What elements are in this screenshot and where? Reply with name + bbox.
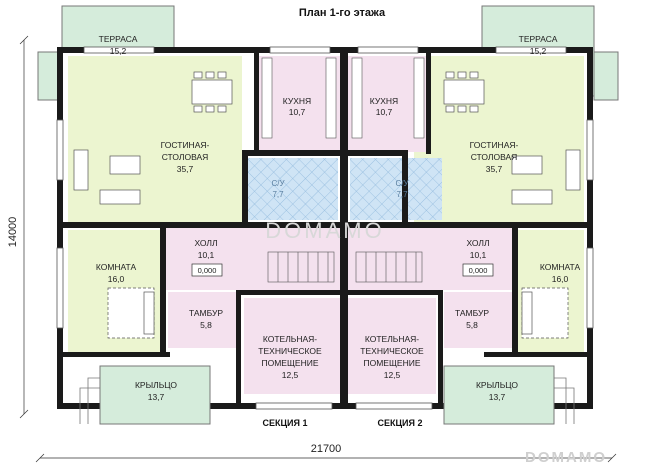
room-right-area: 16,0 — [552, 274, 569, 284]
stairs-right — [355, 251, 423, 283]
living-left-name-1: ГОСТИНАЯ- — [161, 140, 210, 150]
hall-right-name: ХОЛЛ — [466, 238, 489, 248]
room-right-name: КОМНАТА — [540, 262, 581, 272]
wc-right-area: 7,7 — [396, 190, 408, 199]
wc-right — [350, 158, 442, 220]
boiler-left-name-3: ПОМЕЩЕНИЕ — [261, 358, 318, 368]
kitchen-right-name: КУХНЯ — [370, 96, 398, 106]
wc-left — [246, 158, 338, 220]
hall-left-area: 10,1 — [198, 250, 215, 260]
living-right-name-2: СТОЛОВАЯ — [471, 152, 518, 162]
kitchen-right-area: 10,7 — [376, 107, 393, 117]
watermark-center: DOMAMO — [265, 218, 384, 243]
hall-left — [166, 228, 340, 290]
watermark-corner: DOMAMO — [525, 449, 607, 466]
hall-left-level: 0,000 — [198, 266, 217, 275]
vestibule-left-name: ТАМБУР — [189, 308, 223, 318]
dining-table-left — [191, 71, 233, 113]
boiler-right-name-2: ТЕХНИЧЕСКОЕ — [360, 346, 424, 356]
porch-steps — [79, 377, 575, 424]
dimension-lines — [19, 35, 617, 463]
section-2-label: СЕКЦИЯ 2 — [377, 418, 422, 428]
vestibule-right-name: ТАМБУР — [455, 308, 489, 318]
section-1-label: СЕКЦИЯ 1 — [262, 418, 307, 428]
boiler-right-name-1: КОТЕЛЬНАЯ- — [365, 334, 419, 344]
living-left-name-2: СТОЛОВАЯ — [162, 152, 209, 162]
stairs-left — [267, 251, 335, 283]
boiler-right-name-3: ПОМЕЩЕНИЕ — [363, 358, 420, 368]
dimension-height: 14000 — [7, 217, 19, 248]
hall-right-level-box — [462, 263, 494, 277]
hall-right-area: 10,1 — [470, 250, 487, 260]
living-right-area: 35,7 — [486, 164, 503, 174]
kitchen-counters — [261, 57, 425, 139]
living-room-right — [414, 56, 584, 222]
kitchen-left-area: 10,7 — [289, 107, 306, 117]
porch-left-name: КРЫЛЬЦО — [135, 380, 177, 390]
vestibule-right-area: 5,8 — [466, 320, 478, 330]
boiler-left-name-1: КОТЕЛЬНАЯ- — [263, 334, 317, 344]
vestibule-right — [444, 292, 512, 348]
boiler-room-right — [348, 298, 436, 394]
porch-left-area: 13,7 — [148, 392, 165, 402]
porch-right-area: 13,7 — [489, 392, 506, 402]
hall-left-name: ХОЛЛ — [194, 238, 217, 248]
bed-left — [107, 287, 155, 339]
room-left-name: КОМНАТА — [96, 262, 137, 272]
boiler-right-area: 12,5 — [384, 370, 401, 380]
terrace-left-area: 15,2 — [110, 46, 127, 56]
hall-right-level: 0,000 — [469, 266, 488, 275]
boiler-left-area: 12,5 — [282, 370, 299, 380]
terrace-right-name: ТЕРРАСА — [519, 34, 558, 44]
living-left-area: 35,7 — [177, 164, 194, 174]
terrace-right-area: 15,2 — [530, 46, 547, 56]
bed-right — [521, 287, 569, 339]
dining-table-right — [443, 71, 485, 113]
boiler-left-name-2: ТЕХНИЧЕСКОЕ — [258, 346, 322, 356]
kitchen-left-name: КУХНЯ — [283, 96, 311, 106]
room-left-area: 16,0 — [108, 274, 125, 284]
sofa-right — [511, 149, 581, 205]
plan-title: План 1-го этажа — [299, 7, 386, 19]
vestibule-left — [168, 292, 236, 348]
hall-left-level-box — [191, 263, 223, 277]
boiler-room-left — [244, 298, 340, 394]
windows — [56, 46, 594, 410]
hall-right — [346, 228, 512, 290]
wc-right-name: С/У — [395, 179, 409, 188]
porch-right — [443, 365, 555, 425]
dimension-width: 21700 — [311, 443, 342, 455]
terrace-left-name: ТЕРРАСА — [99, 34, 138, 44]
vestibule-left-area: 5,8 — [200, 320, 212, 330]
porch-right-name: КРЫЛЬЦО — [476, 380, 518, 390]
sofa-left — [73, 149, 141, 205]
wc-left-name: С/У — [271, 179, 285, 188]
porch-left — [99, 365, 211, 425]
living-right-name-1: ГОСТИНАЯ- — [470, 140, 519, 150]
wc-left-area: 7,7 — [272, 190, 284, 199]
interior-walls — [60, 50, 590, 406]
